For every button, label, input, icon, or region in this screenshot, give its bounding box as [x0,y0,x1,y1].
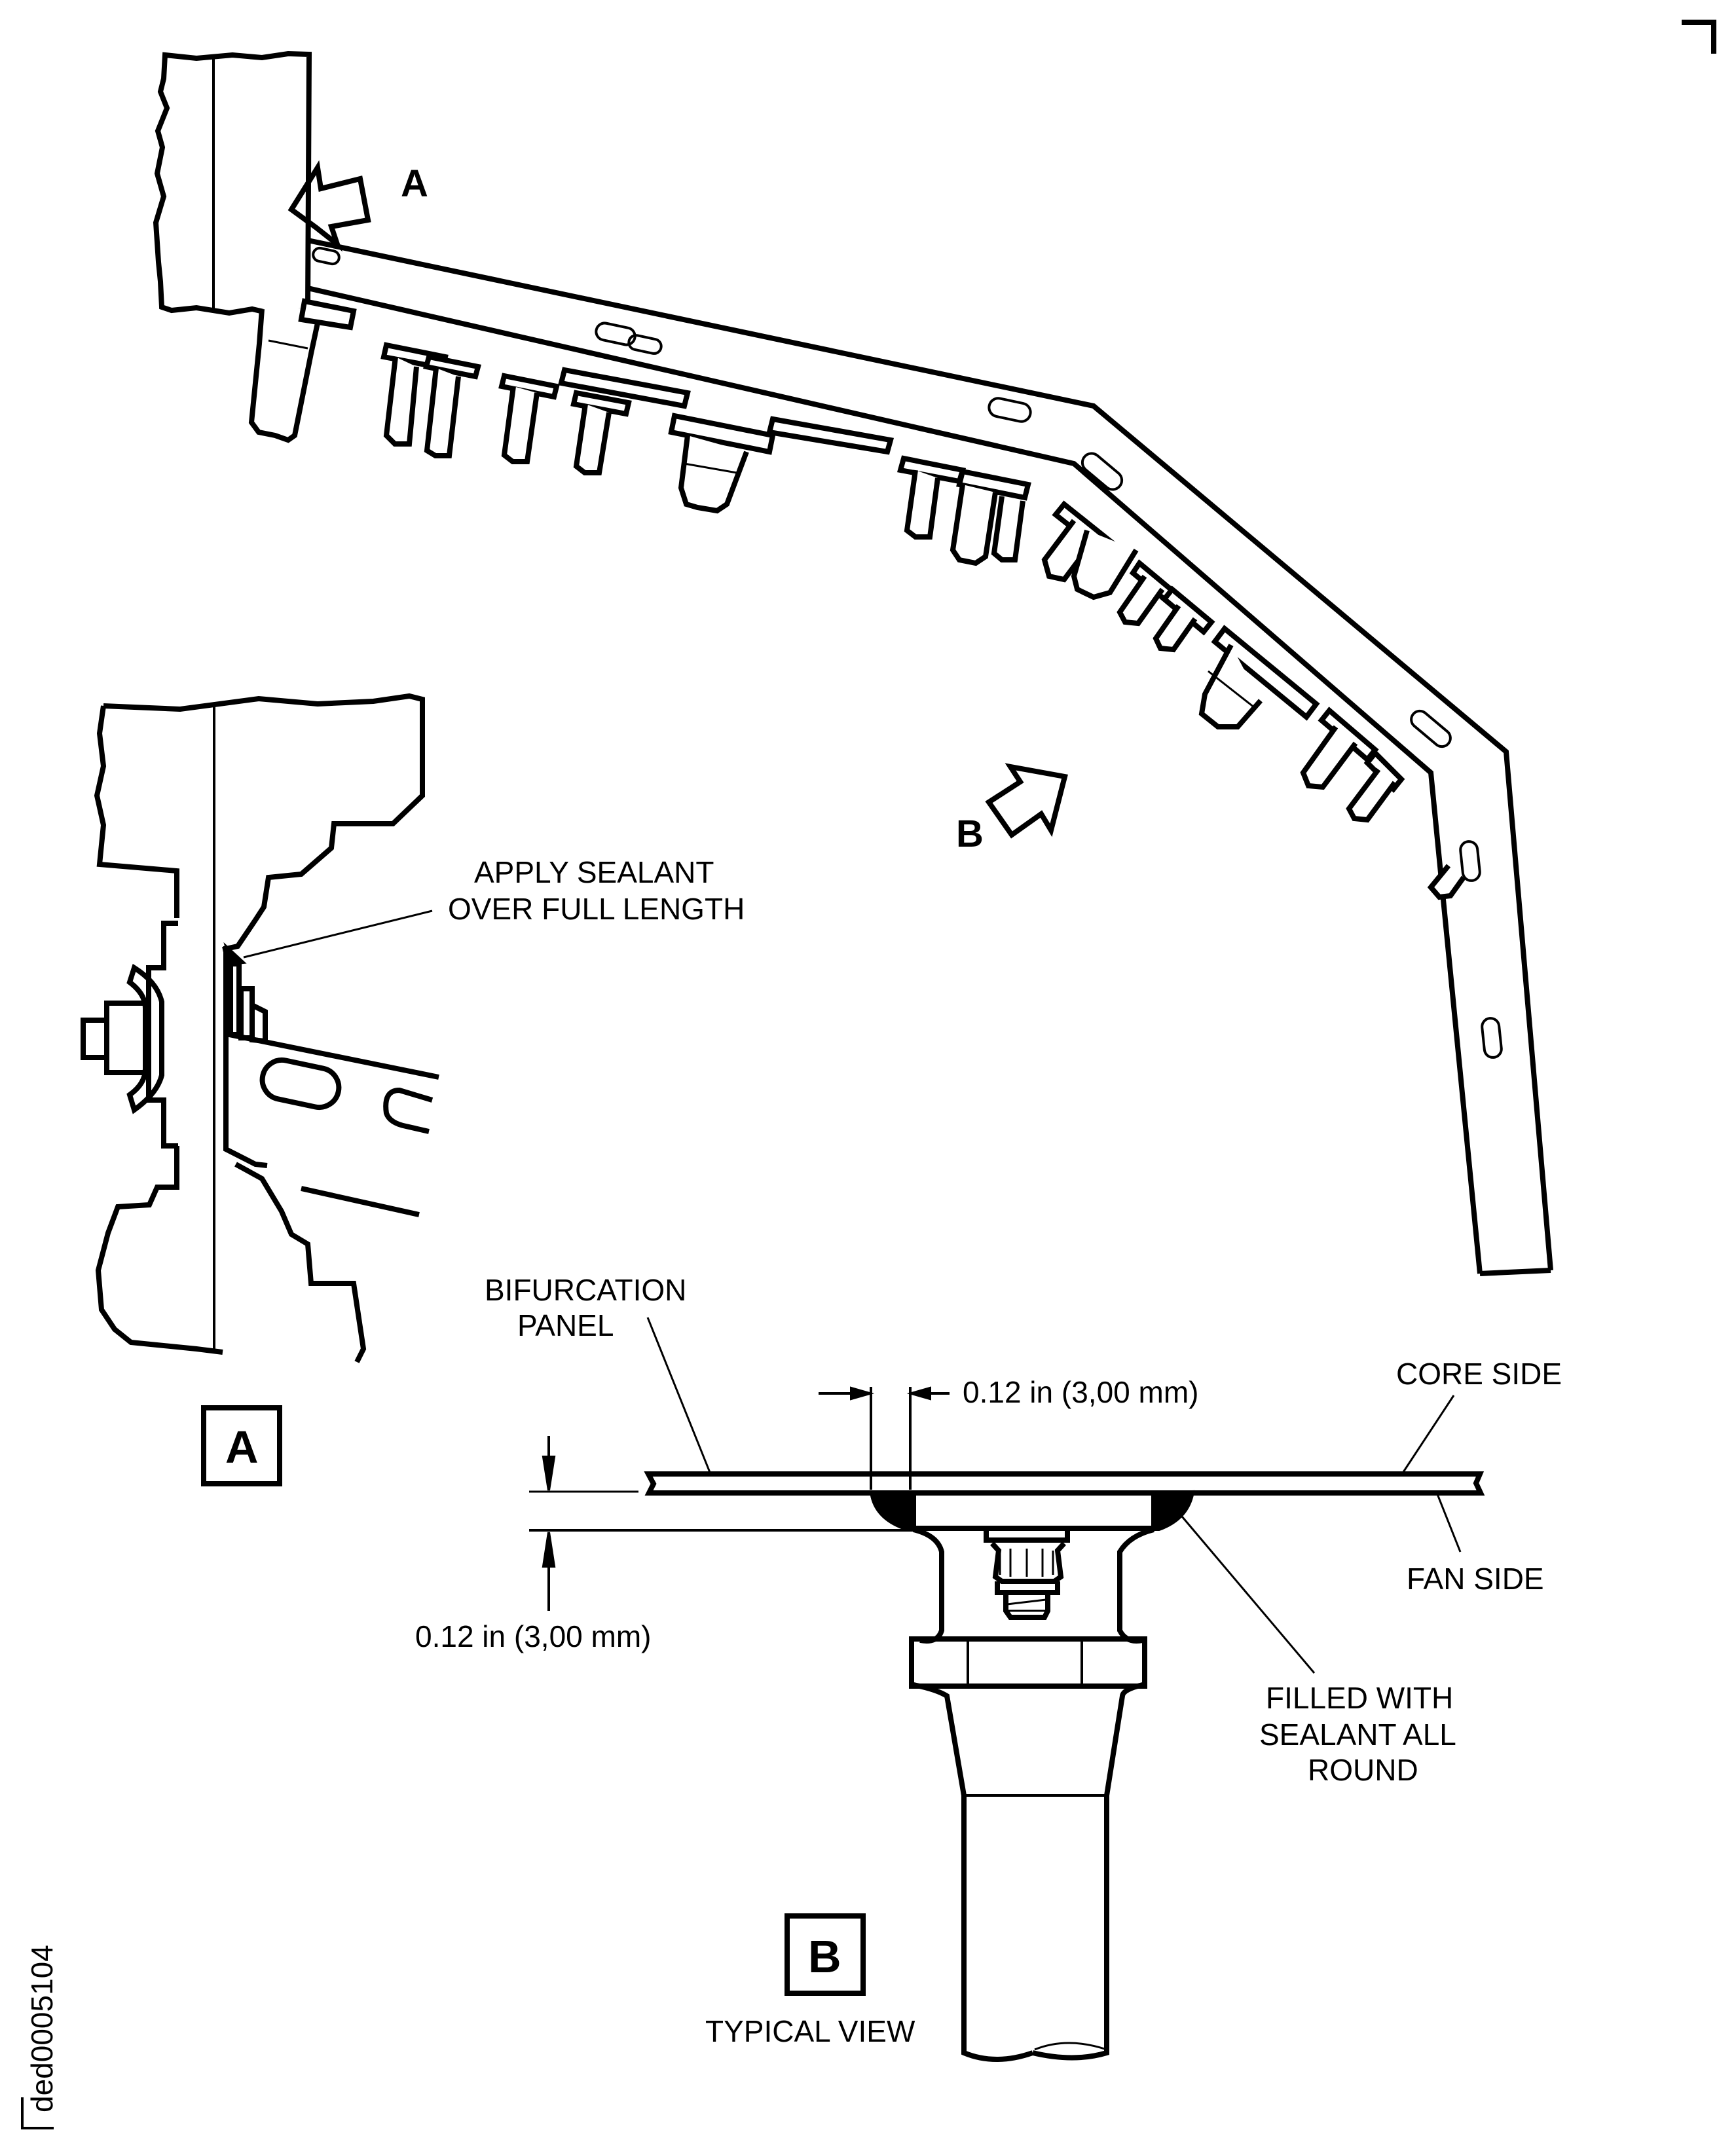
dimension-vertical-label: 0.12 in (3,00 mm) [415,1619,651,1653]
drawing-id: ded0005104 [25,1945,59,2112]
sealant-callout-line1: APPLY SEALANT [474,855,714,889]
detail-a-label-box [201,1405,282,1486]
dimension-horizontal-label: 0.12 in (3,00 mm) [963,1375,1198,1409]
panel-callout-line2: PANEL [517,1308,614,1342]
view-arrow-b-label: B [956,813,984,855]
dimension-horizontal [819,1386,950,1490]
detail-a-drawing [81,693,439,1363]
bracket-main [307,238,1553,1276]
sealant-callout-line2: OVER FULL LENGTH [448,892,745,926]
sealant-leader-a [243,910,433,959]
detail-b-label: B [808,1931,841,1982]
filled-callout-line3: ROUND [1308,1753,1418,1787]
panel-callout-line1: BIFURCATION [485,1273,686,1307]
view-arrow-b [985,763,1068,839]
drawing-id-bracket [21,2097,54,2129]
filled-callout-line2: SEALANT ALL [1259,1718,1456,1752]
detail-b-caption: TYPICAL VIEW [705,2014,915,2048]
view-arrow-a [287,160,371,252]
fan-side-callout: FAN SIDE [1407,1562,1544,1596]
dimension-vertical [529,1436,914,1611]
panel-leader [646,1317,712,1475]
core-side-leader [1401,1395,1455,1475]
filled-callout-line1: FILLED WITH [1266,1681,1453,1715]
view-arrow-a-label: A [401,162,428,205]
fan-side-leader [1436,1494,1462,1553]
core-side-callout: CORE SIDE [1396,1357,1562,1391]
fasteners-row [248,298,1031,566]
filled-sealant-leader [1181,1516,1316,1674]
wall-section [153,50,312,318]
detail-a-label: A [225,1422,259,1473]
crop-mark-top-right [1682,20,1716,54]
detail-b-drawing [644,1471,1485,2062]
fasteners-diagonal [1041,500,1466,900]
detail-b-label-box [785,1913,866,1996]
